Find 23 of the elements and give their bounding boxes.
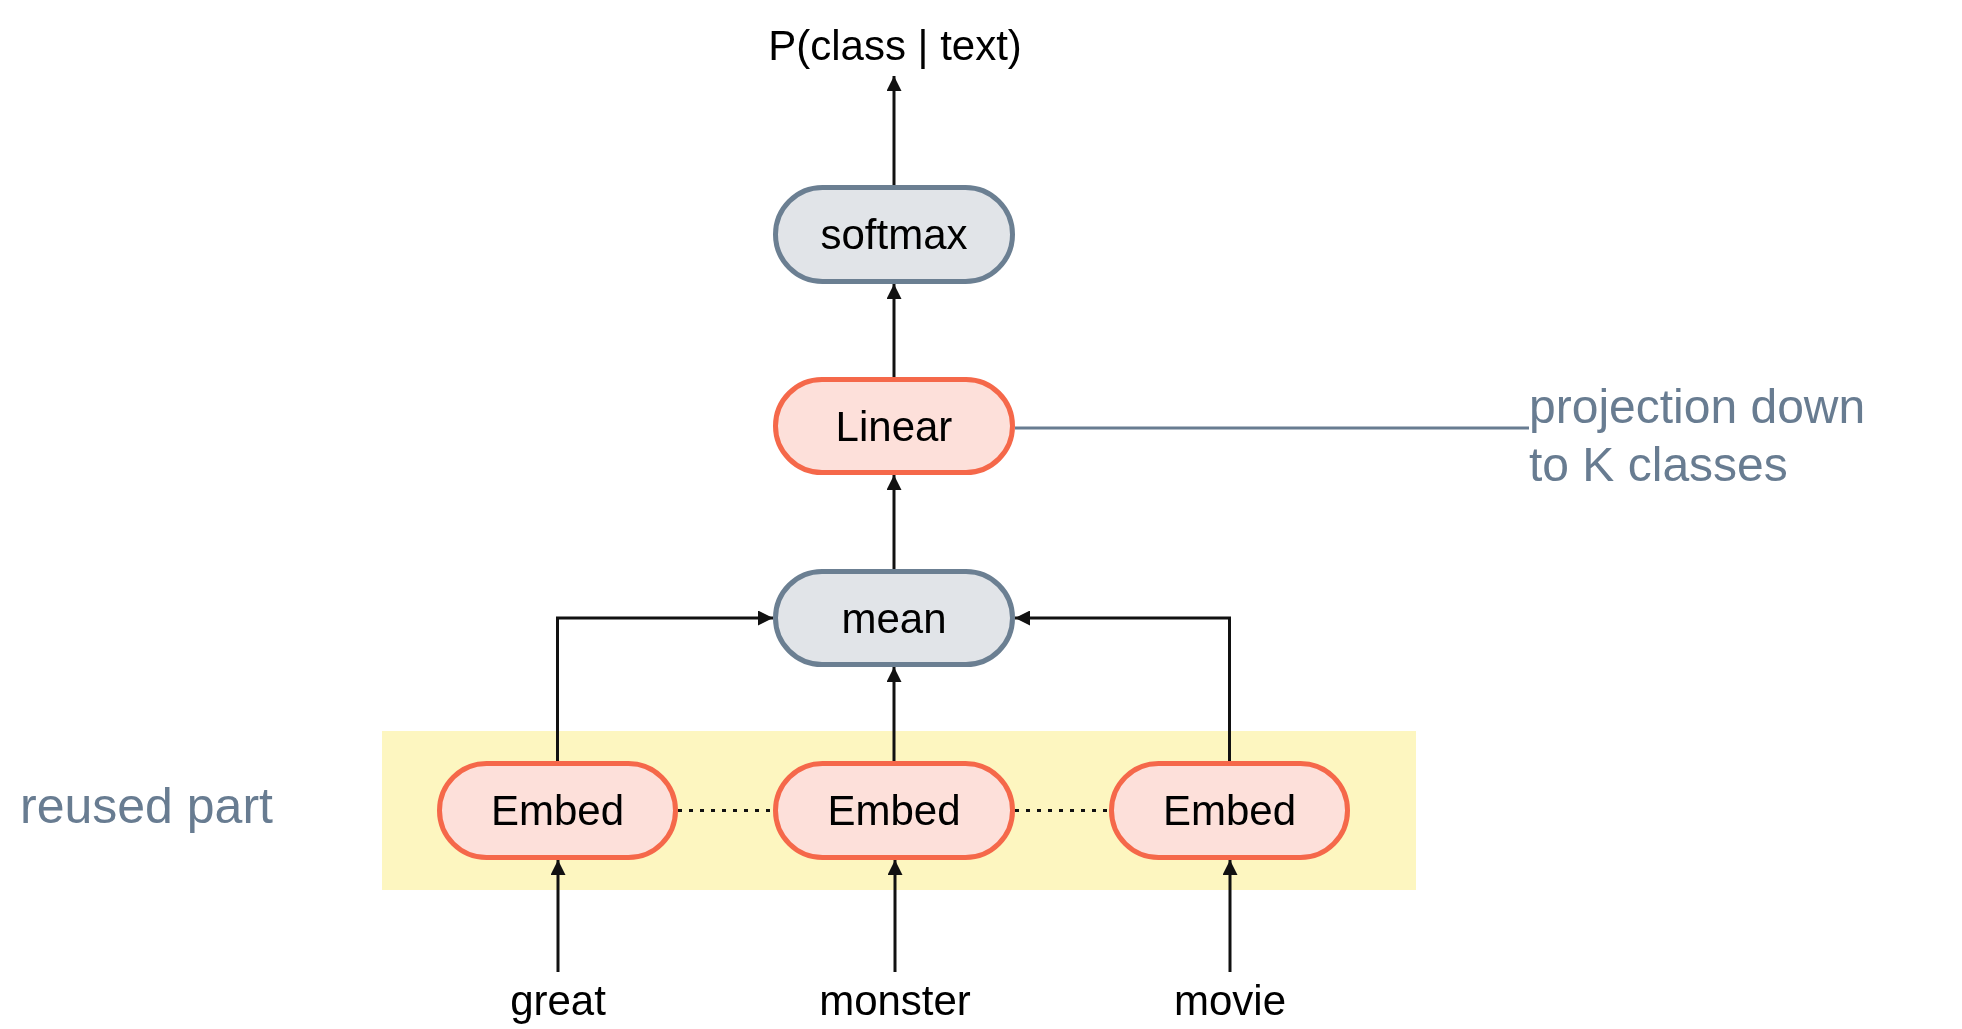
dotted-line	[1015, 809, 1109, 812]
arrow	[550, 860, 566, 972]
arrow	[1015, 610, 1231, 761]
layer-box: Linear	[773, 377, 1015, 475]
layer-box: Embed	[1109, 761, 1350, 860]
arrow	[886, 284, 902, 377]
arrow	[887, 860, 903, 972]
leader-line	[1015, 426, 1529, 430]
dotted-line	[678, 809, 773, 812]
input-word: movie	[1150, 972, 1310, 1028]
input-word: monster	[795, 972, 995, 1028]
operation-box: mean	[773, 569, 1015, 667]
operation-box: softmax	[773, 185, 1015, 284]
arrow	[556, 610, 773, 761]
input-word: great	[478, 972, 638, 1028]
arrow	[886, 76, 902, 185]
group-label: reused part	[20, 777, 273, 836]
arrow	[1222, 860, 1238, 972]
layer-box: Embed	[773, 761, 1015, 860]
arrow	[886, 667, 902, 761]
arrow	[886, 475, 902, 569]
output-label: P(class | text)	[745, 14, 1045, 76]
layer-box: Embed	[437, 761, 678, 860]
